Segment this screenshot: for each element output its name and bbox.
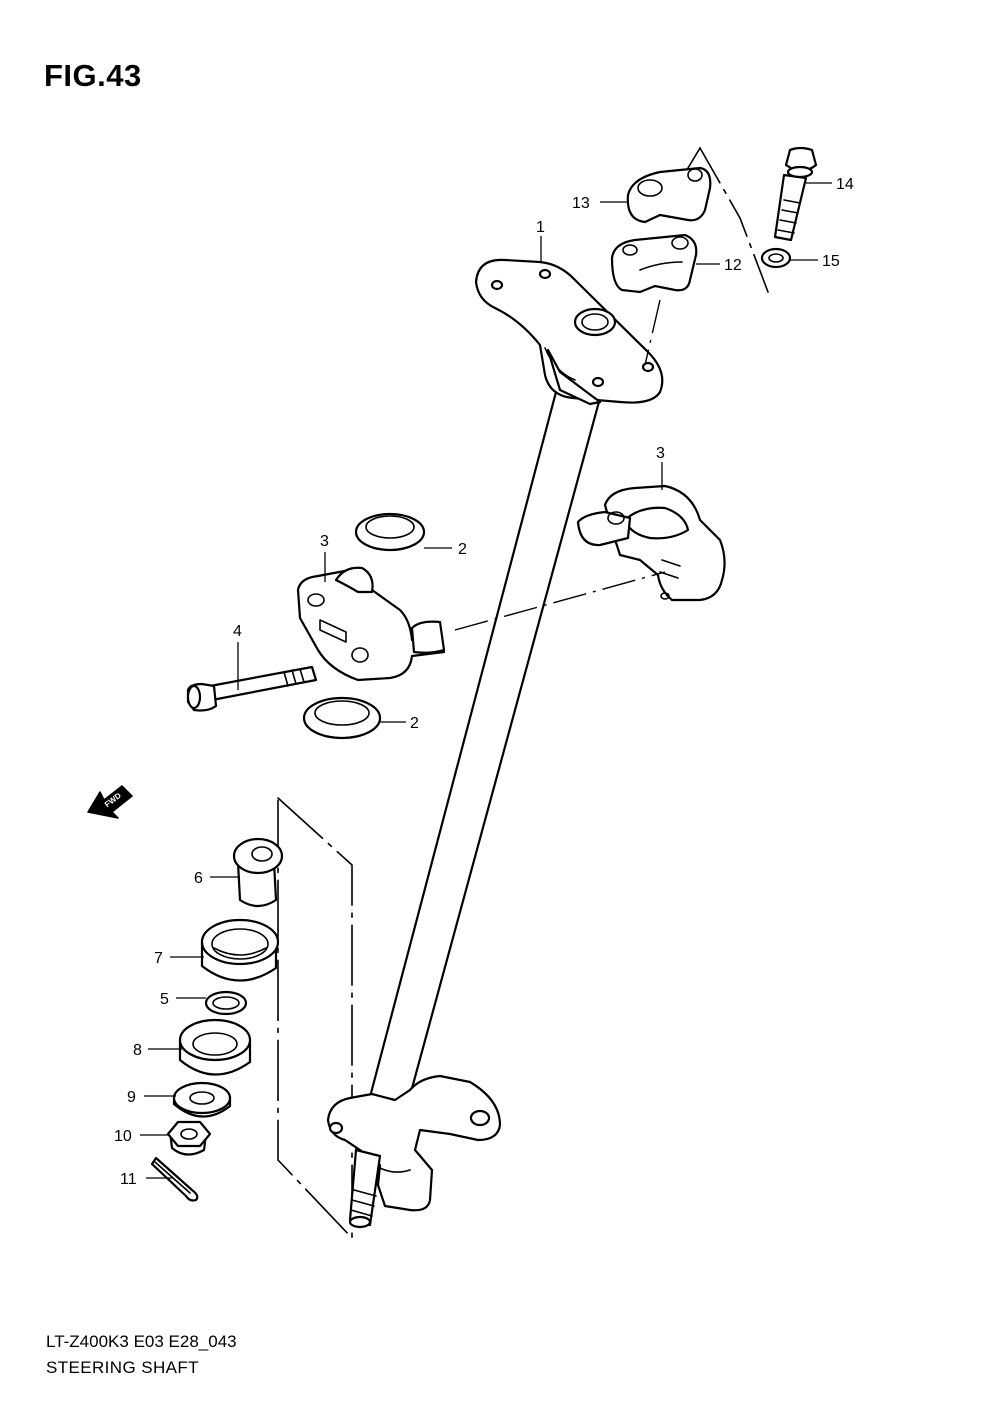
handlebar-holder-upper: [626, 166, 712, 224]
callout-4: 4: [233, 623, 242, 640]
callout-labels: 1 2 2 3 3 4 5 6 7 8 9 10 11 12 13 14 15: [114, 176, 854, 1188]
collar: [232, 837, 284, 908]
cotter-pin: [150, 1156, 199, 1202]
callout-10: 10: [114, 1128, 132, 1145]
callout-11: 11: [120, 1171, 137, 1188]
assembly-name: STEERING SHAFT: [46, 1358, 199, 1377]
figure-title: FIG.43: [44, 58, 142, 93]
flange-bolt-top: [773, 146, 818, 242]
bearing-seat: [200, 918, 280, 982]
shaft-holder-bracket-left: [296, 566, 666, 682]
callout-14: 14: [836, 176, 854, 193]
callout-3-right: 3: [656, 445, 665, 462]
callout-15: 15: [822, 253, 840, 270]
flange-bolt-long: [186, 665, 318, 712]
washer: [172, 1081, 232, 1118]
callout-3-left: 3: [320, 533, 329, 550]
lock-washer: [760, 247, 792, 269]
callout-1: 1: [536, 219, 545, 236]
handlebar-holder-lower: [610, 233, 698, 366]
callout-2-lower: 2: [410, 715, 419, 732]
callout-5: 5: [160, 991, 169, 1008]
steering-shaft: [326, 258, 664, 1229]
callout-6: 6: [194, 870, 203, 887]
callout-9: 9: [127, 1089, 136, 1106]
o-ring: [204, 990, 248, 1016]
callout-13: 13: [572, 195, 590, 212]
castle-nut: [166, 1120, 212, 1156]
bearing-cup: [178, 1018, 252, 1076]
group-boundary-lines: [277, 147, 769, 1239]
leader-lines: [140, 182, 832, 1179]
callout-7: 7: [154, 950, 163, 967]
bush-upper: [354, 512, 426, 552]
forward-arrow-icon: [87, 785, 133, 819]
callout-12: 12: [724, 257, 742, 274]
callout-8: 8: [133, 1042, 142, 1059]
model-code: LT-Z400K3 E03 E28_043: [46, 1332, 237, 1351]
callout-2-upper: 2: [458, 541, 467, 558]
bush-lower: [302, 696, 382, 740]
forward-direction-badge: FWD: [87, 785, 133, 819]
shaft-holder-bracket-right: [576, 484, 726, 602]
